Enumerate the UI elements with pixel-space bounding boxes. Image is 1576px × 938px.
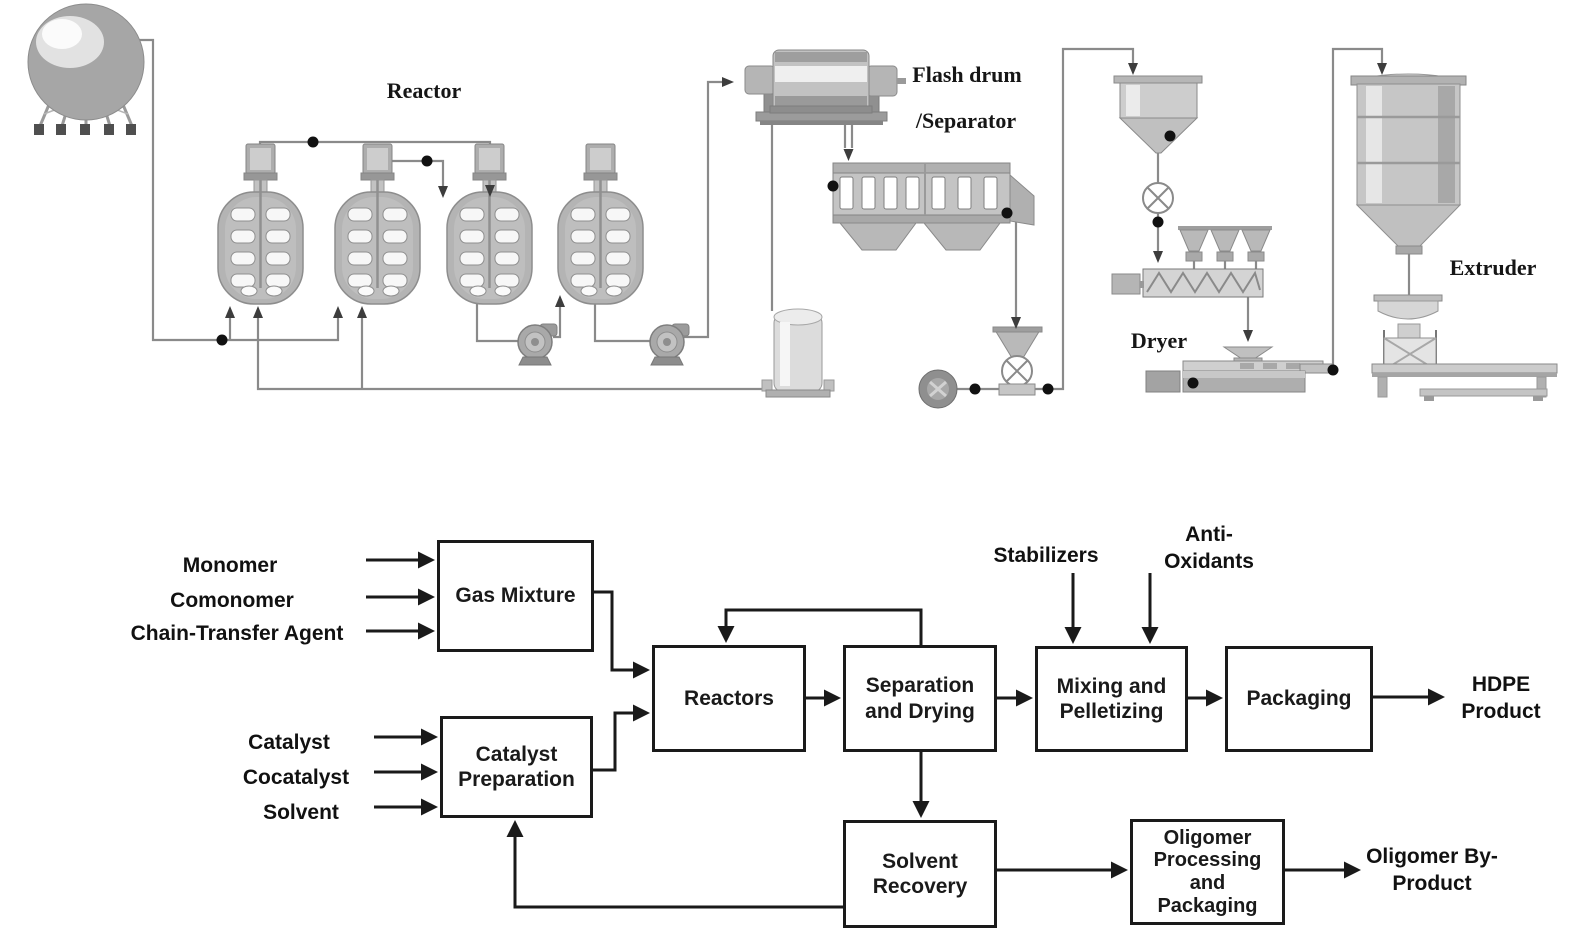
stirred-reactor-1 — [216, 142, 305, 306]
stirred-reactor-2 — [333, 142, 422, 306]
additive-feed-hoppers — [1178, 226, 1272, 262]
separator-label: /Separator — [915, 108, 1017, 133]
input-anti-oxidants-label: Anti- Oxidants — [1164, 523, 1254, 574]
cyclone-hopper — [1113, 75, 1203, 154]
vibrating-screen-separator — [832, 162, 1035, 251]
block-mixing-pelletizing: Mixing and Pelletizing — [1035, 646, 1188, 752]
process-piping — [138, 38, 1411, 391]
dryer-unit — [1145, 360, 1334, 393]
input-catalyst-label: Catalyst — [248, 731, 330, 754]
stirred-reactor-3 — [445, 142, 534, 306]
flow-connectors — [366, 558, 1429, 909]
block-catalyst-preparation: Catalyst Preparation — [440, 716, 593, 818]
block-gas-mixture: Gas Mixture — [437, 540, 594, 652]
block-solvent-recovery: Solvent Recovery — [843, 820, 997, 928]
pellet-silo — [1350, 73, 1467, 255]
flow-arrowheads — [418, 551, 1445, 879]
block-oligomer-processing: Oligomer Processing and Packaging — [1130, 819, 1285, 925]
input-stabilizers-label: Stabilizers — [993, 544, 1099, 567]
input-comonomer-label: Comonomer — [170, 589, 294, 612]
storage-sphere — [27, 3, 145, 135]
input-chain-transfer-label: Chain-Transfer Agent — [130, 622, 344, 645]
piping-junction-dots — [216, 130, 1339, 395]
reactor-label: Reactor — [386, 78, 462, 103]
conveying-blower — [918, 369, 958, 409]
input-monomer-label: Monomer — [182, 554, 278, 577]
screw-conveyor — [1111, 268, 1264, 298]
extruder-machine — [1373, 294, 1443, 371]
flash-drum-label: Flash drum — [912, 62, 1022, 87]
transfer-pump-2 — [649, 323, 690, 366]
output-hdpe-product-label: HDPE Product — [1461, 673, 1541, 724]
block-reactors: Reactors — [652, 645, 806, 752]
piping-arrowheads — [225, 63, 1387, 342]
input-cocatalyst-label: Cocatalyst — [242, 766, 350, 789]
solvent-receiver-tank — [761, 308, 835, 398]
flash-drum — [744, 49, 906, 125]
bagging-conveyor — [1371, 363, 1558, 401]
transfer-pump-1 — [517, 323, 558, 366]
input-solvent-label: Solvent — [263, 801, 339, 824]
stirred-reactor-4 — [556, 142, 645, 306]
rotary-valve — [1142, 182, 1174, 214]
dryer-label: Dryer — [1130, 328, 1188, 353]
takeoff-hopper-valve — [992, 326, 1043, 396]
extruder-label: Extruder — [1449, 255, 1537, 280]
block-packaging: Packaging — [1225, 646, 1373, 752]
block-separation-drying: Separation and Drying — [843, 645, 997, 752]
output-oligomer-by-product-label: Oligomer By- Product — [1366, 845, 1498, 896]
